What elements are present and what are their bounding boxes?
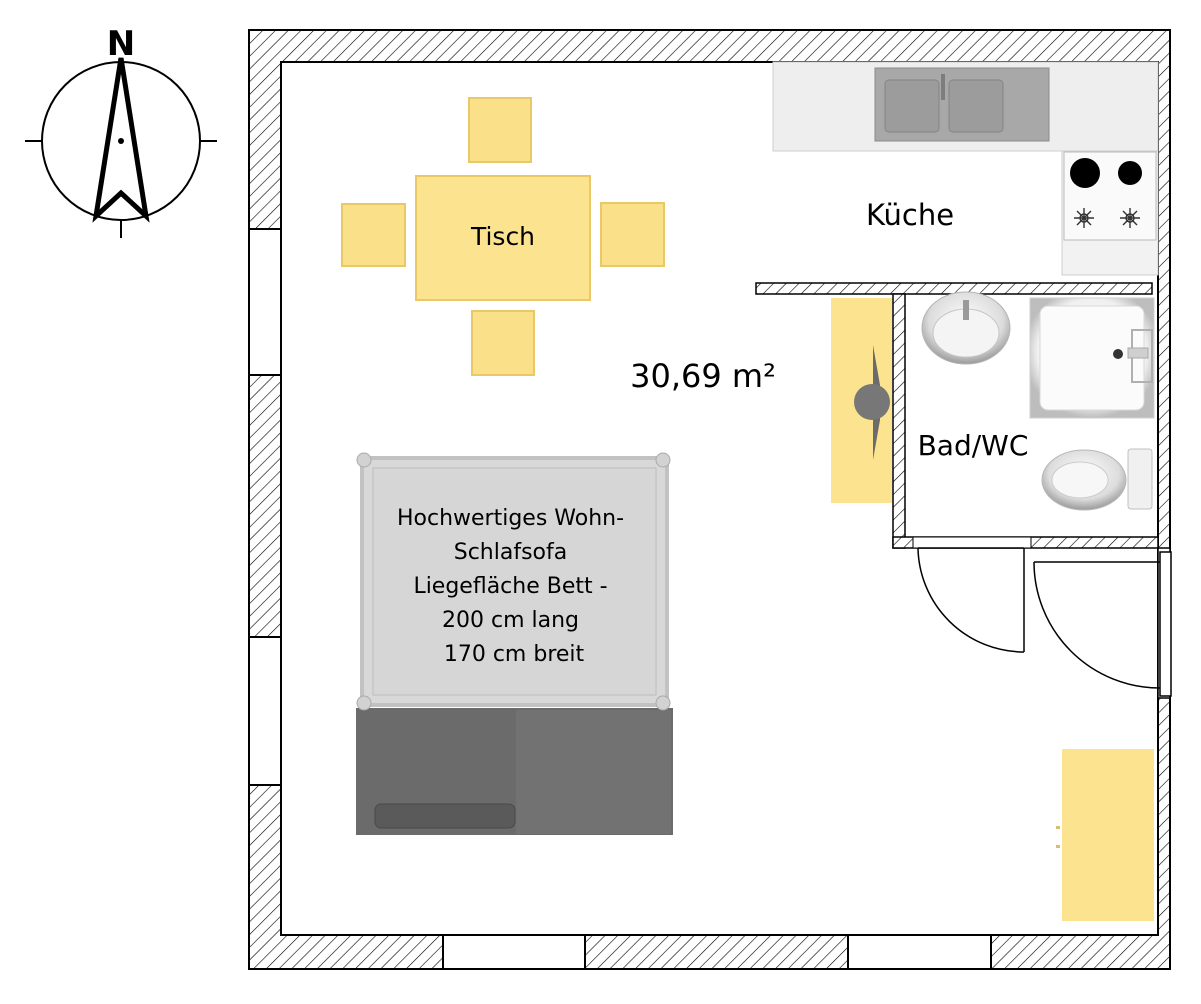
stove-icon: [1063, 151, 1157, 241]
sofa-text: Hochwertiges Wohn- Schlafsofa Liegefläch…: [397, 506, 631, 667]
window-bottom-left: [442, 934, 586, 970]
room-label-bathroom: Bad/WC: [918, 429, 1029, 462]
bathroom-door: [917, 547, 1025, 653]
toilet-icon: [1041, 448, 1153, 511]
window-left-lower: [248, 636, 282, 786]
room-label-kitchen: Küche: [866, 198, 954, 232]
wardrobe: [1056, 749, 1154, 921]
sofa-text-line: 170 cm breit: [444, 642, 585, 667]
compass-north-label: N: [107, 24, 135, 64]
shower-icon: [1029, 297, 1155, 419]
sink-icon: [874, 67, 1050, 142]
area-label: 30,69 m²: [630, 357, 776, 395]
compass-icon: N: [25, 24, 217, 238]
washbasin-icon: [921, 291, 1011, 365]
sofa-text-line: Liegefläche Bett -: [413, 574, 607, 599]
entrance-opening: [1157, 547, 1172, 699]
sofa-text-line: Hochwertiges Wohn-: [397, 506, 624, 531]
window-left-upper: [248, 228, 282, 376]
sofa-text-line: Schlafsofa: [454, 540, 568, 565]
bathroom-walls: [755, 282, 1159, 549]
hallway-cabinet: [831, 298, 892, 503]
table-label: Tisch: [470, 222, 535, 251]
dining-table: Tisch: [341, 97, 665, 376]
window-bottom-right: [847, 934, 992, 970]
sofa-text-line: 200 cm lang: [442, 608, 579, 633]
entrance-door: [1033, 561, 1161, 689]
sofa-bed: Hochwertiges Wohn- Schlafsofa Liegefläch…: [356, 452, 673, 835]
